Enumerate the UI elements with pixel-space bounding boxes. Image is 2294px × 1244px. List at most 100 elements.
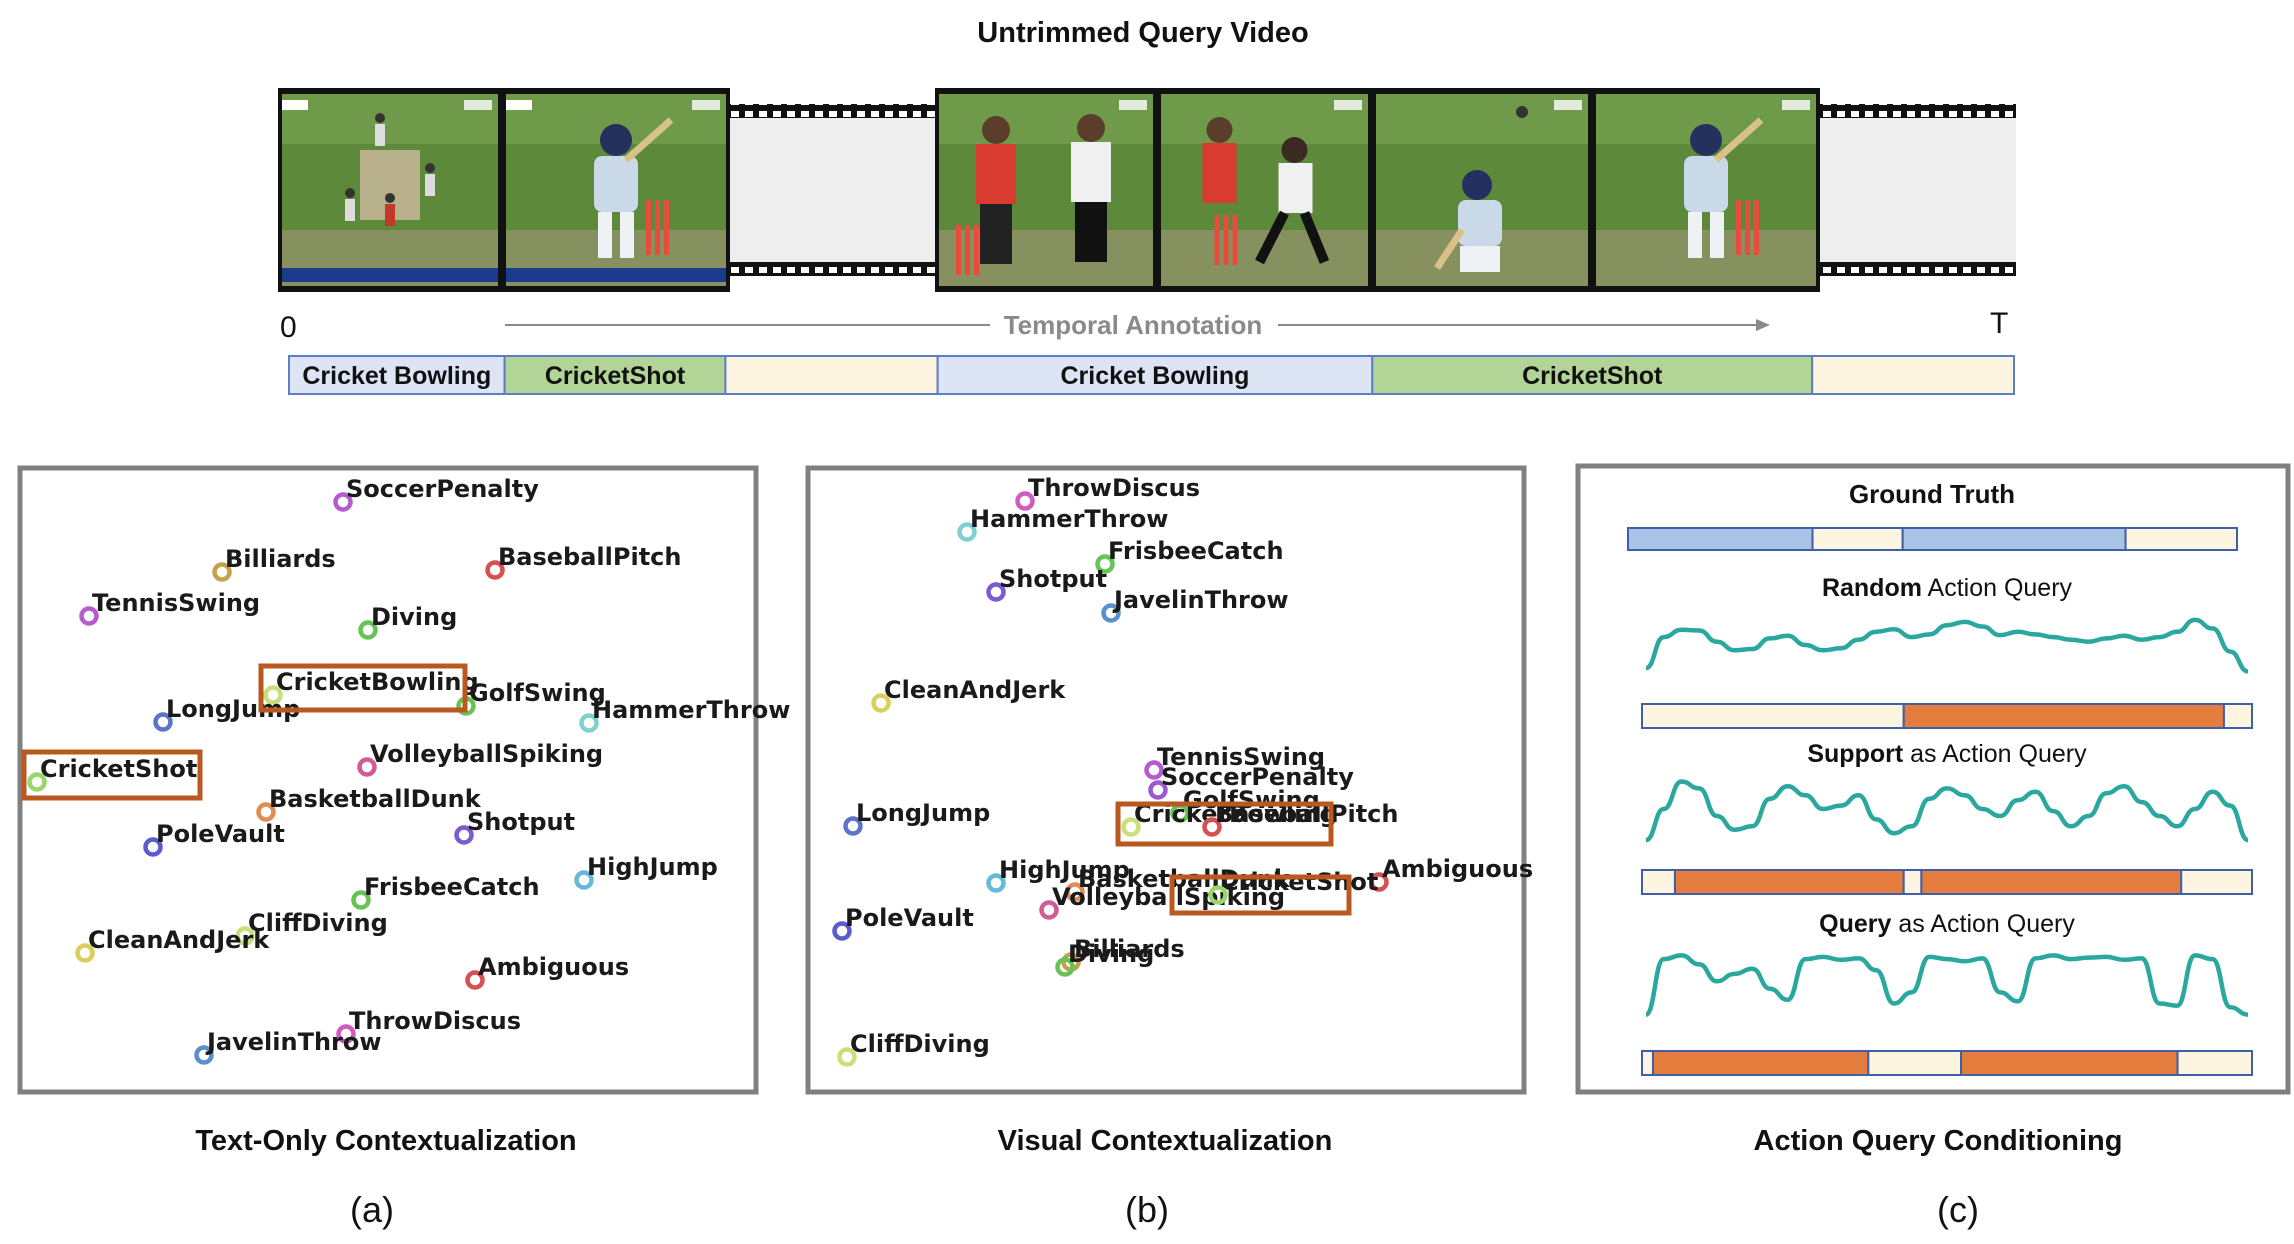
embedding-point: Ambiguous: [465, 953, 629, 990]
embedding-point-label: JavelinThrow: [1112, 586, 1289, 614]
embedding-point-label: BaseballPitch: [498, 543, 681, 571]
embedding-point-label: ThrowDiscus: [349, 1007, 521, 1035]
embedding-point-label: PoleVault: [156, 820, 285, 848]
embedding-point: TennisSwing: [1144, 743, 1325, 780]
embedding-point: FrisbeeCatch: [1095, 537, 1284, 574]
embedding-point-label: CleanAndJerk: [88, 926, 270, 954]
segment-bg: [1902, 869, 1923, 895]
segment-bg: [2176, 1050, 2254, 1076]
embedding-point: GolfSwing: [456, 679, 606, 716]
video-frame-picture: [935, 88, 1157, 292]
embedding-point: CleanAndJerk: [871, 676, 1066, 713]
embedding-point: SoccerPenalty: [333, 475, 539, 512]
embedding-point: CliffDiving: [837, 1030, 990, 1067]
embedding-point: PoleVault: [832, 904, 974, 941]
panel-b-frame: [805, 465, 1527, 1095]
axis-label: Temporal Annotation: [1004, 310, 1263, 340]
segment-action: [1902, 703, 2225, 729]
embedding-point-label: LongJump: [856, 799, 990, 827]
embedding-point-label: SoccerPenalty: [346, 475, 539, 503]
panel-a-frame: [17, 465, 759, 1095]
embedding-point-label: ThrowDiscus: [1028, 474, 1200, 502]
timeline-segment-label: CricketShot: [545, 362, 686, 390]
segment-ground_bowl: [1627, 527, 1814, 551]
panel-c-frame: [1575, 463, 2291, 1095]
timeline-segment-bowl: [936, 355, 1374, 395]
panel-c-caption: Action Query Conditioning: [1754, 1125, 2123, 1157]
embedding-point: Ambiguous: [1369, 855, 1533, 892]
video-frame-picture: [502, 88, 730, 292]
segment-bg: [2124, 527, 2238, 551]
embedding-point-label: HighJump: [999, 856, 1130, 884]
embedding-point-label: Shotput: [999, 565, 1107, 593]
embedding-point-label: CricketBowling: [276, 668, 479, 696]
query-title-bold: Support: [1807, 740, 1903, 768]
embedding-point-label: TennisSwing: [1157, 743, 1325, 771]
embedding-point-label: SoccerPenalty: [1161, 763, 1354, 791]
highlight-box: [1115, 801, 1334, 847]
embedding-point-label: CliffDiving: [248, 909, 388, 937]
panel-a-sub: (a): [350, 1189, 394, 1230]
film-strip: [730, 104, 2016, 276]
segment-ground_bowl: [1901, 527, 2127, 551]
activation-curve: [1645, 779, 2249, 843]
segment-bg: [1641, 869, 1676, 895]
timeline-segment-bg: [1811, 355, 2016, 395]
video-title: Untrimmed Query Video: [977, 17, 1308, 49]
embedding-point-label: CricketShot: [1221, 868, 1378, 896]
embedding-point: CricketShot: [1208, 868, 1378, 905]
embedding-point-label: CliffDiving: [850, 1030, 990, 1058]
segment-bg: [2180, 869, 2253, 895]
embedding-point: Diving: [1055, 940, 1154, 977]
embedding-point-label: Ambiguous: [478, 953, 629, 981]
embedding-point-label: VolleyballSpiking: [370, 740, 603, 768]
embedding-point: CricketShot: [27, 755, 197, 792]
query-title-rest: Action Query: [1922, 574, 2073, 602]
embedding-point-label: BasketballDunk: [269, 785, 482, 813]
embedding-point-label: GolfSwing: [1183, 786, 1320, 814]
embedding-point: HighJump: [574, 853, 718, 890]
video-frames: [278, 88, 1820, 292]
query-title: Support as Action Query: [1807, 740, 2087, 768]
embedding-point: VolleyballSpiking: [1039, 883, 1285, 920]
query-row: Random Action Query: [1641, 574, 2253, 729]
embedding-point: HammerThrow: [579, 696, 790, 733]
query-title-rest: as Action Query: [1891, 910, 2075, 938]
embedding-point: BasketballDunk: [256, 785, 482, 822]
prediction-bar: [1641, 703, 2253, 729]
timeline-segment-label: Cricket Bowling: [302, 362, 491, 390]
embedding-point: GolfSwing: [1170, 786, 1320, 823]
segment-bg: [1641, 703, 1905, 729]
prediction-bar: [1641, 1050, 2254, 1076]
timeline-segment-shot: [1371, 355, 1814, 395]
highlight-box: [21, 749, 203, 801]
embedding-point: Diving: [358, 603, 457, 640]
segment-bg: [1641, 1050, 1654, 1076]
ground-truth-bar: [1627, 527, 2238, 551]
embedding-point-label: Diving: [1068, 940, 1154, 968]
query-title-bold: Random: [1822, 574, 1922, 602]
timeline-segment-bowl: [288, 355, 506, 395]
panel-a-caption: Text-Only Contextualization: [195, 1125, 576, 1157]
query-title-rest: as Action Query: [1903, 740, 2087, 768]
embedding-point-label: JavelinThrow: [205, 1028, 382, 1056]
embedding-point: CricketBowling: [263, 668, 479, 705]
highlight-box: [1169, 874, 1352, 916]
embedding-point-label: PoleVault: [845, 904, 974, 932]
query-row: Support as Action Query: [1641, 740, 2253, 895]
embedding-point: BaseballPitch: [485, 543, 681, 580]
embedding-point: Shotput: [454, 808, 575, 845]
segment-bg: [1867, 1050, 1963, 1076]
embedding-point: CleanAndJerk: [75, 926, 270, 963]
panel-b-sub: (b): [1125, 1189, 1169, 1230]
embedding-point: JavelinThrow: [194, 1028, 382, 1065]
embedding-point-label: TennisSwing: [92, 589, 260, 617]
timeline-segment-shot: [503, 355, 727, 395]
panel-b-caption: Visual Contextualization: [998, 1125, 1333, 1157]
video-frame-picture: [278, 88, 502, 292]
embedding-point-label: HammerThrow: [970, 505, 1168, 533]
segment-bg: [1811, 527, 1904, 551]
embedding-point-label: HammerThrow: [592, 696, 790, 724]
